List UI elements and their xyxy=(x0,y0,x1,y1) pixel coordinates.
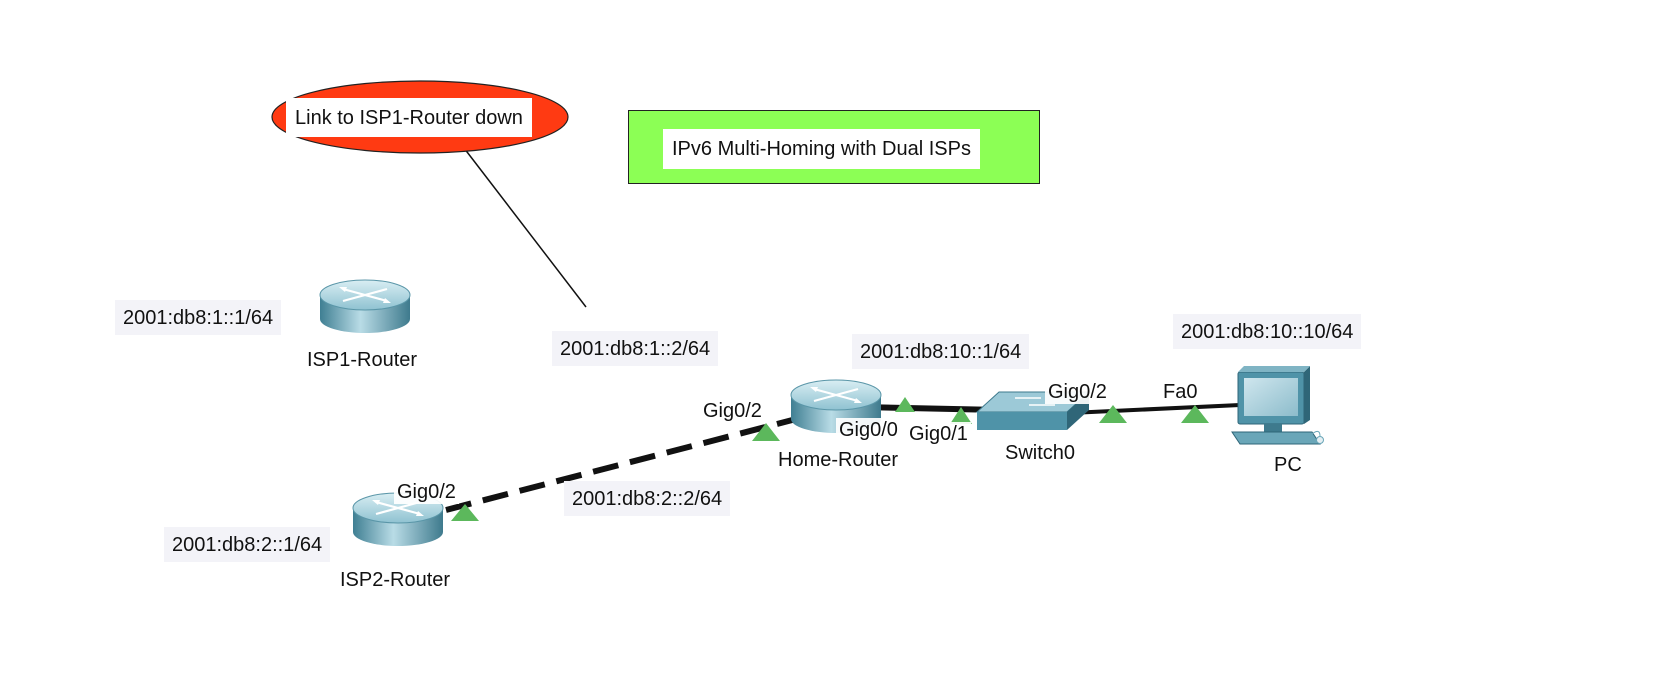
pc-port-label: Fa0 xyxy=(1160,380,1201,404)
isp2-address-label: 2001:db8:2::1/64 xyxy=(164,527,331,562)
link-up-indicator xyxy=(752,423,780,441)
home-gig0-1-label: Gig0/1 xyxy=(906,422,971,446)
title-box: IPv6 Multi-Homing with Dual ISPs xyxy=(628,110,1040,184)
link-home-switch[interactable] xyxy=(859,404,1001,413)
home-isp2-address-label: 2001:db8:2::2/64 xyxy=(564,481,731,516)
link-down-note: Link to ISP1-Router down xyxy=(286,98,532,137)
pc-name: PC xyxy=(1272,454,1304,476)
link-up-indicator xyxy=(1099,405,1127,423)
home-gig0-0-label: Gig0/0 xyxy=(836,418,901,442)
link-up-indicator xyxy=(950,407,972,424)
link-switch-pc[interactable] xyxy=(1069,403,1241,415)
router-icon[interactable] xyxy=(352,492,444,546)
link-up-indicator xyxy=(451,504,479,521)
link-isp2-home[interactable] xyxy=(445,415,801,513)
pc-icon[interactable] xyxy=(1231,366,1324,445)
switch0-port-label: Gig0/2 xyxy=(1045,380,1110,404)
switch0-name: Switch0 xyxy=(1003,442,1078,464)
home-router-name: Home-Router xyxy=(776,449,901,471)
isp1-router-name: ISP1-Router xyxy=(305,349,420,371)
isp2-router-name: ISP2-Router xyxy=(338,569,453,591)
pc-address-label: 2001:db8:10::10/64 xyxy=(1173,314,1362,349)
isp1-address-label: 2001:db8:1::1/64 xyxy=(115,300,282,335)
link-up-indicator xyxy=(895,397,915,412)
isp2-port-label: Gig0/2 xyxy=(394,480,459,504)
router-icon[interactable] xyxy=(319,279,411,333)
home-lan-address-label: 2001:db8:10::1/64 xyxy=(852,334,1030,369)
diagram-title: IPv6 Multi-Homing with Dual ISPs xyxy=(663,129,980,169)
note-pointer-line xyxy=(463,147,587,308)
home-isp1-address-label: 2001:db8:1::2/64 xyxy=(552,331,719,366)
link-up-indicator xyxy=(1181,405,1209,423)
home-gig0-2-label: Gig0/2 xyxy=(700,399,765,423)
